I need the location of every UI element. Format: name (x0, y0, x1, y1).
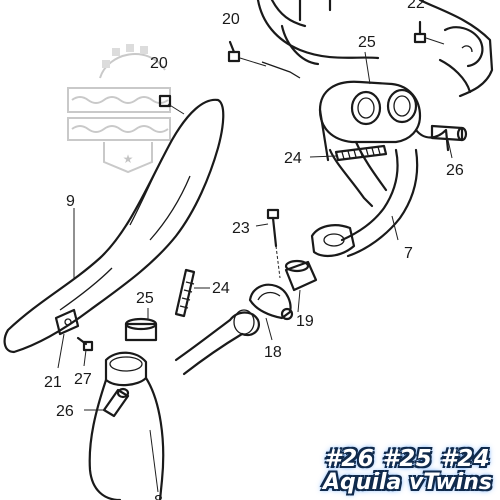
brand-overlay: #26 #25 #24 Aquila vTwins (323, 447, 492, 494)
callout-20-upper: 20 (222, 11, 240, 28)
gasket-ring-upper (350, 90, 382, 126)
watermark-logo: ★ (67, 44, 171, 174)
svg-text:★: ★ (123, 152, 134, 166)
overlay-part-numbers: #26 #25 #24 (324, 445, 491, 472)
leader-lines (57, 51, 453, 493)
part-7-front-exhaust-pipe (310, 140, 419, 258)
part-26-stud-upper (430, 124, 468, 142)
part-7-pipe-end (310, 224, 356, 258)
part-26-stud-lower (102, 387, 130, 418)
part-23-bolt (266, 208, 281, 279)
callout-24-lower: 24 (212, 280, 230, 297)
callout-26-lower: 26 (56, 403, 74, 420)
part-8-rear-exhaust-pipe (88, 309, 260, 500)
callout-7: 7 (404, 245, 413, 262)
callout-21: 21 (44, 374, 62, 391)
part-cylinder-head-area (256, 0, 494, 98)
callout-22: 22 (407, 0, 425, 12)
callout-25-upper: 25 (358, 34, 376, 51)
part-20-bolt-mid (158, 94, 185, 115)
callout-26-upper: 26 (446, 162, 464, 179)
part-9-heat-shield (3, 98, 225, 354)
part-24-stud-upper (334, 144, 388, 162)
callout-23: 23 (232, 220, 250, 237)
callout-9: 9 (66, 193, 75, 210)
part-19-sleeve (284, 259, 318, 292)
overlay-brand-name: Aquila vTwins (323, 469, 492, 495)
callout-27: 27 (74, 371, 92, 388)
part-22-bolt (413, 20, 445, 45)
part-27-screw (76, 336, 94, 352)
callout-18: 18 (264, 344, 282, 361)
part-25-gasket-lower (124, 317, 158, 342)
watermark-banner-bottom (67, 117, 171, 141)
callout-19: 19 (296, 313, 314, 330)
callout-8: 8 (154, 493, 163, 500)
callout-labels: 20 22 25 20 24 26 9 23 7 24 25 19 18 21 … (44, 0, 464, 500)
part-21-clamp (54, 308, 80, 336)
callout-24-upper: 24 (284, 150, 302, 167)
part-20-bolt-upper (227, 40, 267, 67)
watermark-gear-arc (99, 53, 166, 79)
part-18-clamp (248, 283, 294, 321)
watermark-shield (103, 142, 153, 174)
callout-20-mid: 20 (150, 55, 168, 72)
part-24-stud-lower (174, 268, 196, 318)
callout-25-lower: 25 (136, 290, 154, 307)
